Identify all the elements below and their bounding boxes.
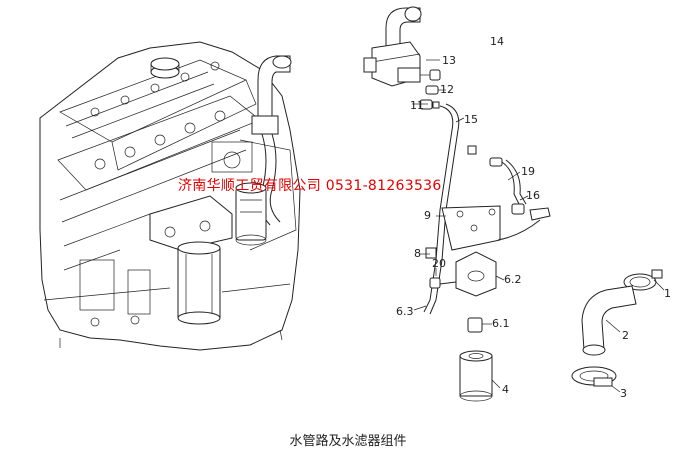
- water-pipe-kit: [363, 6, 551, 402]
- filter-head-6-2: [455, 251, 497, 297]
- watermark-text: 济南华顺工贸有限公司 0531-81263536: [178, 178, 442, 194]
- callout-2: 2: [622, 329, 629, 342]
- water-filter-4: [459, 355, 493, 397]
- callout-6-3: 6.3: [396, 305, 414, 318]
- callout-12: 12: [440, 83, 454, 96]
- callout-20: 20: [432, 257, 446, 270]
- fitting-13: [429, 69, 441, 81]
- callout-8: 8: [414, 247, 421, 260]
- callout-15: 15: [464, 113, 478, 126]
- leader-lines: [412, 59, 665, 393]
- callout-6-1: 6.1: [492, 317, 510, 330]
- hose-2: [581, 285, 637, 351]
- bent-pipe-15: [429, 105, 454, 301]
- fitting-16: [511, 203, 525, 215]
- callout-1: 1: [664, 287, 671, 300]
- callout-19: 19: [521, 165, 535, 178]
- fitting-11: [419, 99, 433, 110]
- engine-assembly: [39, 41, 301, 351]
- callout-6-2: 6.2: [504, 273, 522, 286]
- nipple-6-1: [467, 317, 483, 333]
- callout-13: 13: [442, 54, 456, 67]
- bolt-8: [425, 247, 437, 259]
- callout-9: 9: [424, 209, 431, 222]
- callout-14: 14: [490, 35, 504, 48]
- fitting-12: [425, 85, 439, 95]
- callout-4: 4: [502, 383, 509, 396]
- diagram-caption: 水管路及水滤器组件: [289, 434, 407, 449]
- callout-16: 16: [526, 189, 540, 202]
- fitting-20: [429, 277, 441, 289]
- callout-3: 3: [620, 387, 627, 400]
- hose-and-clamps: [571, 269, 663, 387]
- callout-11: 11: [410, 99, 424, 112]
